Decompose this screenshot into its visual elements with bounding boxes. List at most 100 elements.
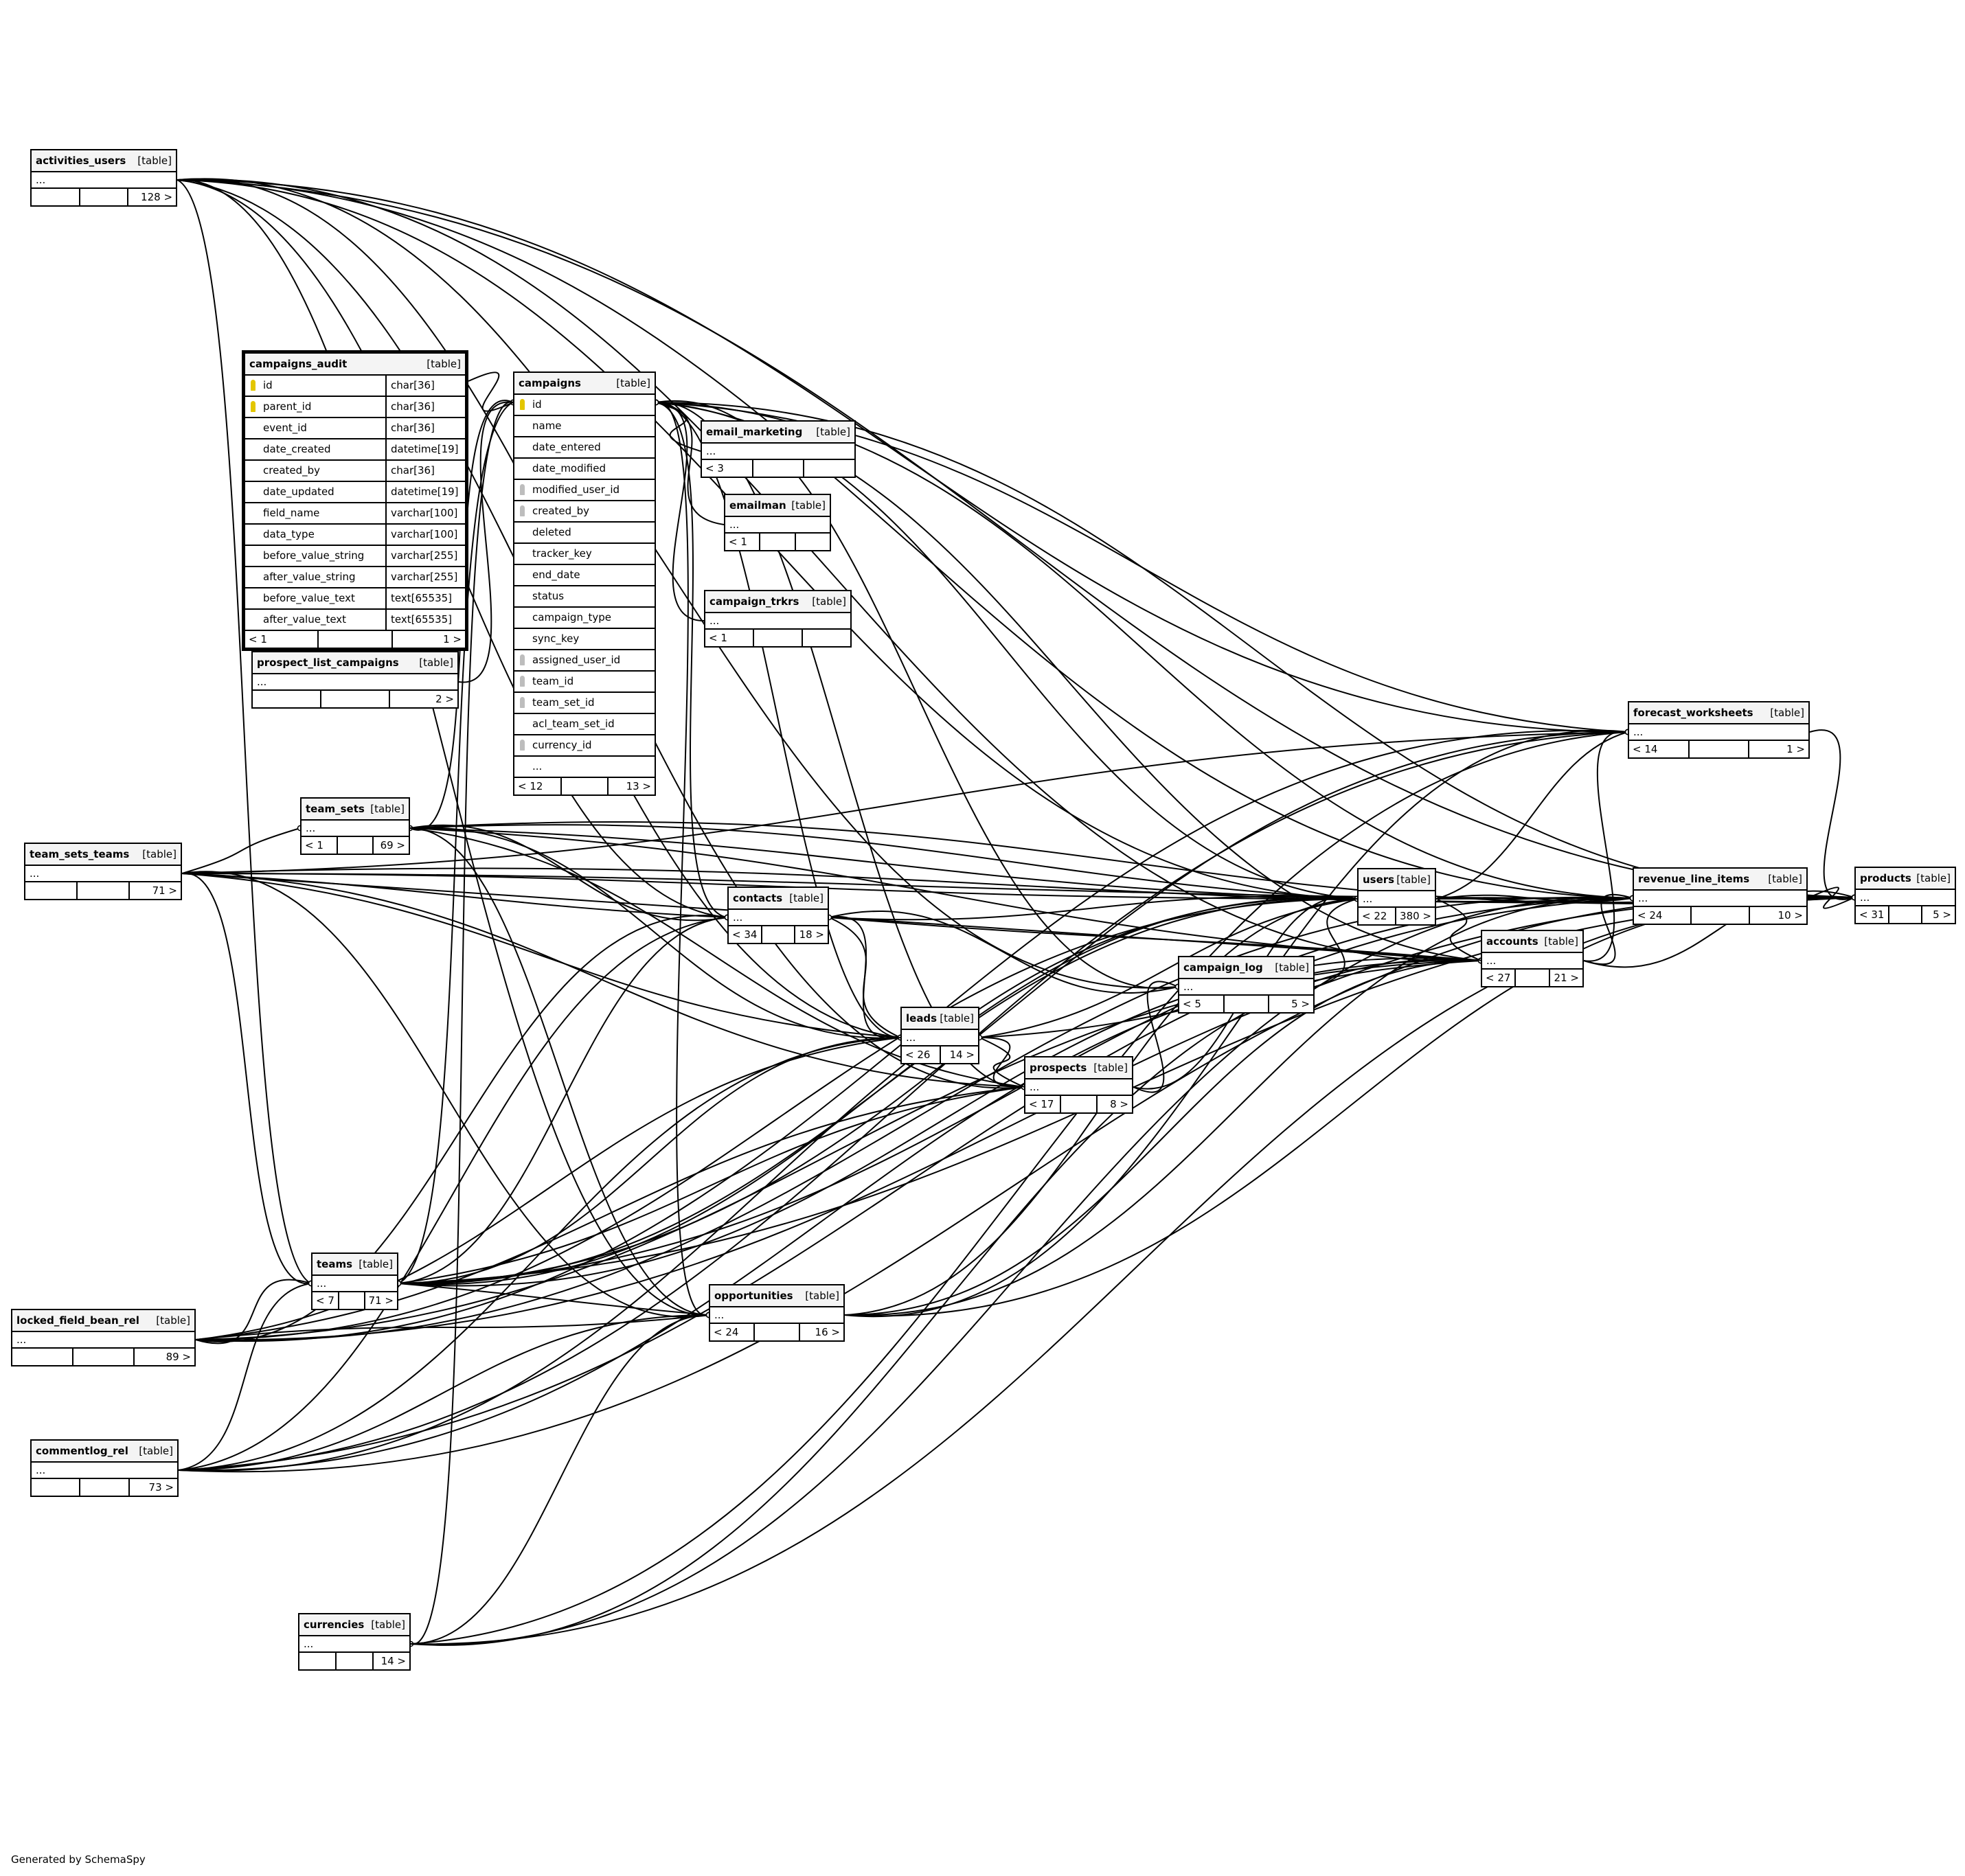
count-spacer[interactable]	[321, 691, 390, 707]
table-name[interactable]: teams	[317, 1258, 353, 1270]
children-count[interactable]: 21 >	[1554, 972, 1579, 984]
parents-count[interactable]: < 24	[710, 1324, 756, 1340]
count-spacer[interactable]	[339, 1292, 365, 1309]
count-spacer[interactable]	[338, 837, 374, 854]
column-row[interactable]: assigned_user_id	[514, 650, 655, 672]
count-spacer[interactable]	[562, 778, 609, 794]
children-count[interactable]: 128 >	[141, 191, 173, 203]
table-email-marketing[interactable]: email_marketing[table]...< 3	[701, 420, 856, 478]
table-locked-field-bean-rel[interactable]: locked_field_bean_rel[table]...89 >	[11, 1309, 196, 1366]
table-name[interactable]: prospect_list_campaigns	[257, 656, 399, 669]
column-row[interactable]: currency_id	[514, 735, 655, 757]
table-name[interactable]: campaigns_audit	[249, 358, 348, 370]
children-count[interactable]	[796, 534, 830, 550]
children-count[interactable]: 69 >	[380, 839, 406, 851]
table-name[interactable]: campaign_trkrs	[709, 595, 799, 608]
parents-count[interactable]	[253, 691, 321, 707]
children-count[interactable]: 380 >	[1400, 910, 1431, 922]
parents-count[interactable]: < 1	[302, 837, 338, 854]
table-campaign-trkrs[interactable]: campaign_trkrs[table]...< 1	[704, 590, 852, 648]
parents-count[interactable]: < 27	[1482, 970, 1517, 986]
table-name[interactable]: currencies	[304, 1618, 365, 1631]
table-activities-users[interactable]: activities_users[table]...128 >	[30, 149, 177, 207]
column-row[interactable]: campaign_type	[514, 608, 655, 629]
column-row[interactable]: created_by	[514, 501, 655, 523]
children-count[interactable]: 14 >	[380, 1655, 406, 1667]
column-row[interactable]: sync_key	[514, 629, 655, 650]
column-row[interactable]: team_id	[514, 672, 655, 693]
table-name[interactable]: team_sets_teams	[30, 848, 130, 860]
count-spacer[interactable]	[1692, 907, 1750, 924]
children-count[interactable]: 1 >	[443, 633, 462, 645]
column-row[interactable]: team_set_id	[514, 693, 655, 714]
children-count[interactable]	[803, 630, 850, 646]
parents-count[interactable]: < 1	[705, 630, 754, 646]
children-count[interactable]: 14 >	[949, 1049, 975, 1061]
count-spacer[interactable]	[754, 630, 803, 646]
children-count[interactable]: 13 >	[626, 780, 652, 792]
column-row[interactable]: date_modified	[514, 459, 655, 480]
count-spacer[interactable]	[80, 189, 129, 205]
children-count[interactable]: 2 >	[435, 693, 454, 705]
count-spacer[interactable]	[755, 1324, 800, 1340]
column-row[interactable]: modified_user_id	[514, 480, 655, 501]
column-row[interactable]: status	[514, 586, 655, 608]
parents-count[interactable]: < 1	[245, 631, 319, 648]
table-name[interactable]: leads	[906, 1012, 938, 1025]
count-spacer[interactable]	[762, 926, 796, 943]
parents-count[interactable]: < 14	[1629, 741, 1690, 757]
children-count[interactable]: 1 >	[1786, 743, 1806, 755]
table-emailman[interactable]: emailman[table]...< 1	[724, 494, 831, 551]
count-spacer[interactable]	[80, 1479, 130, 1496]
table-name[interactable]: products	[1860, 872, 1911, 884]
count-spacer[interactable]	[1690, 741, 1750, 757]
parents-count[interactable]	[32, 189, 80, 205]
table-prospect-list-campaigns[interactable]: prospect_list_campaigns[table]...2 >	[251, 651, 459, 709]
parents-count[interactable]: < 24	[1634, 907, 1692, 924]
table-currencies[interactable]: currencies[table]...14 >	[298, 1613, 411, 1671]
table-name[interactable]: prospects	[1030, 1062, 1087, 1074]
count-spacer[interactable]	[760, 534, 796, 550]
parents-count[interactable]: < 26	[902, 1046, 941, 1063]
column-row[interactable]: end_date	[514, 565, 655, 586]
children-count[interactable]: 8 >	[1110, 1098, 1128, 1110]
column-row[interactable]: tracker_key	[514, 544, 655, 565]
table-name[interactable]: email_marketing	[706, 426, 803, 438]
parents-count[interactable]: < 34	[729, 926, 762, 943]
column-row[interactable]: name	[514, 416, 655, 437]
parents-count[interactable]: < 1	[725, 534, 761, 550]
children-count[interactable]: 10 >	[1777, 909, 1803, 922]
table-name[interactable]: activities_users	[36, 155, 126, 167]
table-name[interactable]: campaign_log	[1183, 961, 1263, 974]
parents-count[interactable]: < 12	[514, 778, 562, 794]
count-spacer[interactable]	[78, 882, 130, 899]
table-name[interactable]: contacts	[733, 892, 783, 904]
table-name[interactable]: commentlog_rel	[36, 1445, 128, 1457]
table-commentlog-rel[interactable]: commentlog_rel[table]...73 >	[30, 1439, 179, 1497]
table-name[interactable]: revenue_line_items	[1638, 873, 1750, 885]
parents-count[interactable]: < 3	[702, 460, 753, 477]
count-spacer[interactable]	[753, 460, 805, 477]
children-count[interactable]: 71 >	[152, 884, 177, 897]
count-spacer[interactable]	[1061, 1096, 1098, 1112]
children-count[interactable]: 89 >	[166, 1351, 191, 1363]
table-name[interactable]: emailman	[729, 499, 786, 512]
